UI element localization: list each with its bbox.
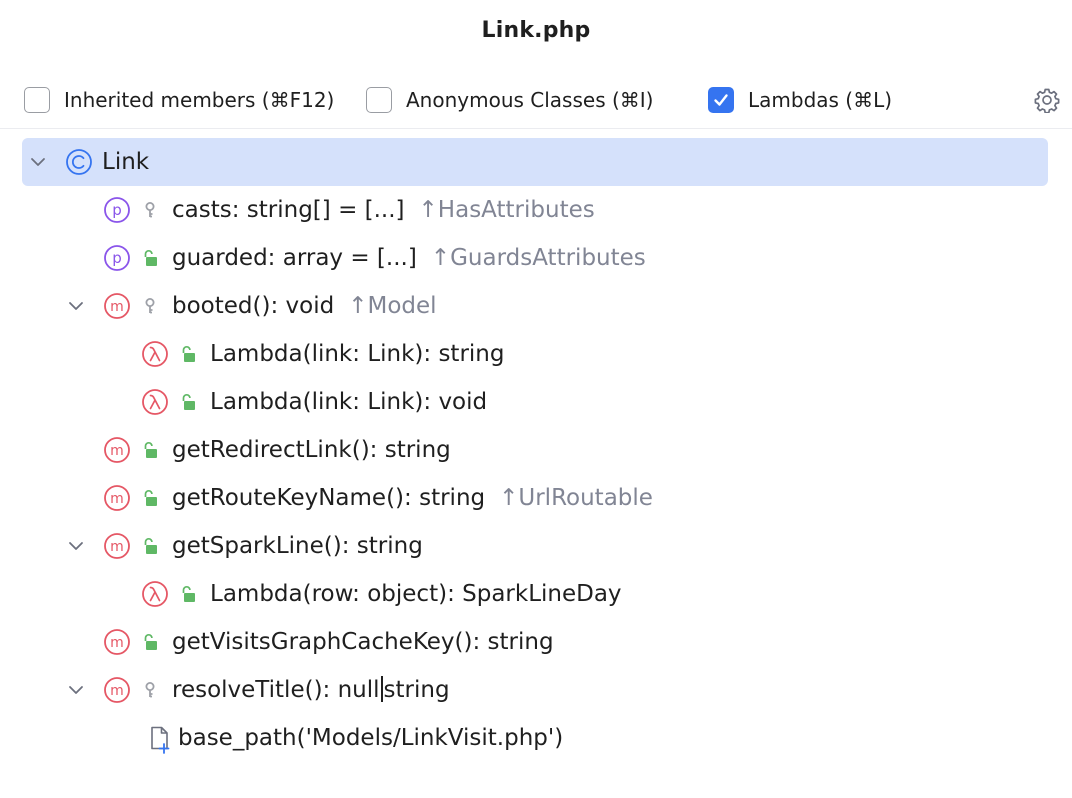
svg-text:p: p xyxy=(112,249,122,267)
tree-item-label: getVisitsGraphCacheKey(): string xyxy=(172,629,554,655)
tree-item-label: casts: string[] = [...]↑HasAttributes xyxy=(172,197,595,223)
lambda-icon xyxy=(142,389,168,415)
svg-text:m: m xyxy=(110,635,124,651)
tree-row-property-casts[interactable]: p casts: string[] = [...]↑HasAttributes xyxy=(22,186,1048,234)
tree-row-lambda[interactable]: Lambda(row: object): SparkLineDay xyxy=(22,570,1048,618)
chevron-down-icon[interactable] xyxy=(28,152,48,172)
tree-row-method-getvisitsgraphcachekey[interactable]: m getVisitsGraphCacheKey(): string xyxy=(22,618,1048,666)
public-lock-icon xyxy=(182,346,195,362)
tree-item-label: Lambda(row: object): SparkLineDay xyxy=(210,581,622,607)
public-lock-icon xyxy=(144,538,157,554)
tree-item-label: Lambda(link: Link): string xyxy=(210,341,505,367)
lambdas-checkbox[interactable]: Lambdas (⌘L) xyxy=(708,84,892,116)
svg-text:p: p xyxy=(112,201,122,219)
svg-text:m: m xyxy=(110,443,124,459)
chevron-down-icon[interactable] xyxy=(66,296,86,316)
text-cursor xyxy=(380,676,383,702)
method-icon: m xyxy=(104,629,130,655)
lambdas-label: Lambdas (⌘L) xyxy=(748,88,893,112)
tree-item-label: getRouteKeyName(): string↑UrlRoutable xyxy=(172,485,653,511)
tree-row-lambda[interactable]: Lambda(link: Link): void xyxy=(22,378,1048,426)
tree-item-label: Link xyxy=(102,149,150,175)
lambda-icon xyxy=(142,341,168,367)
anonymous-classes-checkbox[interactable]: Anonymous Classes (⌘I) xyxy=(366,84,653,116)
tree-item-label: getSparkLine(): string xyxy=(172,533,423,559)
tree-row-file-include[interactable]: base_path('Models/LinkVisit.php') xyxy=(22,714,1048,762)
tree-item-label: guarded: array = [...]↑GuardsAttributes xyxy=(172,245,646,271)
tree-row-method-getsparkline[interactable]: m getSparkLine(): string xyxy=(22,522,1048,570)
private-key-icon xyxy=(145,298,155,314)
gear-icon[interactable] xyxy=(1034,87,1060,113)
header-divider xyxy=(0,128,1072,129)
tree-row-property-guarded[interactable]: p guarded: array = [...]↑GuardsAttribute… xyxy=(22,234,1048,282)
method-icon: m xyxy=(104,677,130,703)
checkbox-unchecked-icon[interactable] xyxy=(24,87,50,113)
tree-item-label: booted(): void↑Model xyxy=(172,293,437,319)
svg-text:m: m xyxy=(110,683,124,699)
tree-row-method-booted[interactable]: m booted(): void↑Model xyxy=(22,282,1048,330)
lambda-icon xyxy=(142,581,168,607)
public-lock-icon xyxy=(182,394,195,410)
svg-text:m: m xyxy=(110,539,124,555)
tree-item-label: base_path('Models/LinkVisit.php') xyxy=(178,725,564,751)
private-key-icon xyxy=(145,202,155,218)
inherited-members-checkbox[interactable]: Inherited members (⌘F12) xyxy=(24,84,334,116)
anonymous-classes-label: Anonymous Classes (⌘I) xyxy=(406,88,654,112)
tree-item-label: Lambda(link: Link): void xyxy=(210,389,488,415)
public-lock-icon xyxy=(144,634,157,650)
tree-row-method-getredirectlink[interactable]: m getRedirectLink(): string xyxy=(22,426,1048,474)
checkbox-unchecked-icon[interactable] xyxy=(366,87,392,113)
file-include-icon xyxy=(151,726,170,754)
public-lock-icon xyxy=(144,250,157,266)
chevron-down-icon[interactable] xyxy=(66,680,86,700)
public-lock-icon xyxy=(144,490,157,506)
tree-item-label: getRedirectLink(): string xyxy=(172,437,451,463)
checkbox-checked-icon[interactable] xyxy=(708,87,734,113)
method-icon: m xyxy=(104,533,130,559)
tree-row-method-getroutekeyname[interactable]: m getRouteKeyName(): string↑UrlRoutable xyxy=(22,474,1048,522)
method-icon: m xyxy=(104,437,130,463)
property-icon: p xyxy=(104,197,130,223)
popup-title: Link.php xyxy=(481,18,591,43)
chevron-down-icon[interactable] xyxy=(66,536,86,556)
inherited-members-label: Inherited members (⌘F12) xyxy=(64,88,335,112)
tree-row-lambda[interactable]: Lambda(link: Link): string xyxy=(22,330,1048,378)
public-lock-icon xyxy=(182,586,195,602)
property-icon: p xyxy=(104,245,130,271)
public-lock-icon xyxy=(144,442,157,458)
svg-text:m: m xyxy=(110,491,124,507)
tree-row-class-link[interactable]: Link xyxy=(22,138,1048,186)
filter-bar: Inherited members (⌘F12) Anonymous Class… xyxy=(24,84,1072,116)
method-icon: m xyxy=(104,293,130,319)
private-key-icon xyxy=(145,682,155,698)
method-icon: m xyxy=(104,485,130,511)
svg-text:m: m xyxy=(110,299,124,315)
class-icon xyxy=(66,149,92,175)
